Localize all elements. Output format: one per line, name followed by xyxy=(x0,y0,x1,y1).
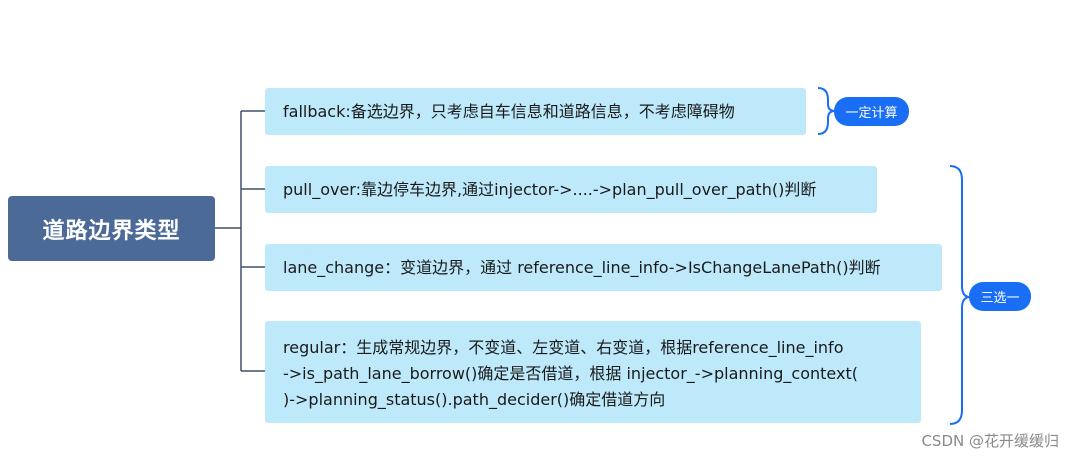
branch-label: pull_over:靠边停车边界,通过injector->....->plan_… xyxy=(283,179,817,199)
branch-label-line: regular：生成常规边界，不变道、左变道、右变道，根据reference_l… xyxy=(283,338,844,357)
branch-label: fallback:备选边界，只考虑自车信息和道路信息，不考虑障碍物 xyxy=(283,101,735,121)
watermark: CSDN @花开缓缓归 xyxy=(921,432,1059,450)
tag-label: 一定计算 xyxy=(845,106,898,121)
branch-label-line: )->planning_status().path_decider()确定借道方… xyxy=(283,390,666,409)
branch-node-pull-over[interactable]: pull_over:靠边停车边界,通过injector->....->plan_… xyxy=(265,166,877,213)
branch-label: lane_change：变道边界，通过 reference_line_info-… xyxy=(283,257,881,277)
root-label: 道路边界类型 xyxy=(42,218,181,244)
bracket-fallback xyxy=(817,87,836,135)
branch-label-line: ->is_path_lane_borrow()确定是否借道，根据 injecto… xyxy=(283,364,858,383)
root-connectors xyxy=(215,110,265,372)
tag-must-compute[interactable]: 一定计算 xyxy=(834,97,909,126)
branch-node-fallback[interactable]: fallback:备选边界，只考虑自车信息和道路信息，不考虑障碍物 xyxy=(265,88,806,135)
tag-label: 三选一 xyxy=(980,291,1020,306)
branch-node-regular[interactable]: regular：生成常规边界，不变道、左变道、右变道，根据reference_l… xyxy=(265,321,921,423)
branch-node-lane-change[interactable]: lane_change：变道边界，通过 reference_line_info-… xyxy=(265,244,942,291)
bracket-three xyxy=(949,165,971,425)
tag-choose-one-of-three[interactable]: 三选一 xyxy=(969,282,1031,311)
root-node[interactable]: 道路边界类型 xyxy=(8,196,215,261)
